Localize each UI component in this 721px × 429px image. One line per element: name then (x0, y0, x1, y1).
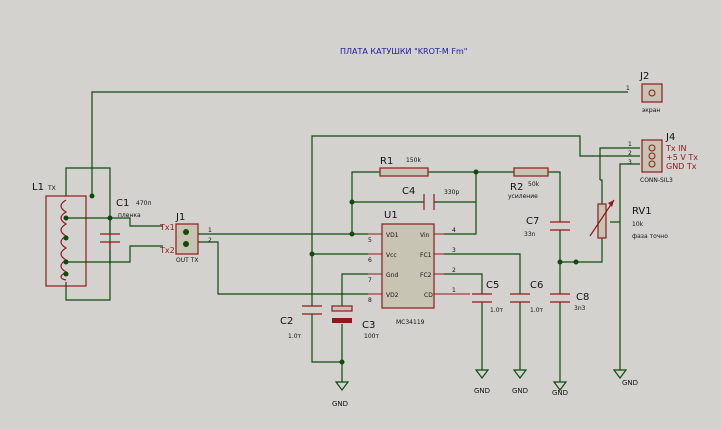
c4-value: 330p (444, 189, 459, 196)
capacitor-c5[interactable]: C5 1.0т (472, 280, 504, 314)
net-5v-tx: +5 V Tx (666, 153, 698, 162)
u1-label-vcc: Vcc (386, 252, 397, 259)
u1-label-fc1: FC1 (420, 252, 432, 259)
u1-label-gnd: Gnd (386, 272, 398, 279)
c1-note: пленка (118, 212, 141, 219)
r2-ref: R2 (510, 182, 523, 193)
gnd-c8: GND (552, 381, 568, 397)
r2-value: 50k (528, 181, 540, 188)
resistor-r1[interactable]: R1 150k (379, 156, 429, 177)
u1-part: MC34119 (396, 319, 425, 326)
c6-ref: C6 (530, 280, 543, 291)
c5-value: 1.0т (490, 307, 504, 314)
u1-pin8: 8 (368, 297, 372, 304)
c8-value: 3n3 (574, 305, 586, 312)
ic-u1[interactable]: U1 MC34119 5 6 7 8 4 3 2 1 VD1 Vcc Gnd V… (368, 210, 470, 326)
c7-value: 33n (524, 231, 536, 238)
gnd-label-1: GND (332, 400, 348, 408)
junctions (89, 169, 579, 365)
capacitor-c3[interactable]: C3 100т (331, 305, 379, 340)
j2-label: экран (642, 107, 660, 114)
schematic-title: ПЛАТА КАТУШКИ "KROT-M Fm" (340, 47, 467, 56)
potentiometer-rv1[interactable]: RV1 10k фаза точно (589, 199, 668, 240)
c6-value: 1.0т (530, 307, 544, 314)
gnd-label-4: GND (552, 389, 568, 397)
u1-pin5: 5 (368, 237, 372, 244)
r1-ref: R1 (380, 156, 393, 167)
capacitor-c2[interactable]: C2 1.0т (280, 305, 322, 340)
gnd-c6: GND (512, 369, 528, 395)
j2-pin: 1 (626, 85, 630, 92)
c8-ref: C8 (576, 292, 589, 303)
ground-symbols: GND GND GND GND GND (332, 369, 638, 408)
l1-ref: L1 (32, 182, 44, 193)
connector-j1[interactable]: J1 1 2 OUT TX Tx1 Tx2 (159, 212, 212, 264)
capacitor-c6[interactable]: C6 1.0т (510, 280, 544, 314)
j4-pin1: 1 (628, 141, 632, 148)
connector-j2[interactable]: J2 1 экран (626, 71, 663, 114)
capacitor-c4[interactable]: C4 330p (402, 186, 459, 210)
c2-value: 1.0т (288, 333, 302, 340)
j1-pin2: 2 (208, 237, 212, 244)
net-tx2: Tx2 (159, 246, 175, 255)
u1-pin3: 3 (452, 247, 456, 254)
u1-pin6: 6 (368, 257, 372, 264)
u1-ref: U1 (384, 210, 398, 221)
j2-ref: J2 (639, 71, 649, 82)
gnd-label-3: GND (512, 387, 528, 395)
u1-pin1: 1 (452, 287, 456, 294)
coil-l1[interactable]: L1 TX (32, 182, 87, 287)
capacitor-c8[interactable]: C8 3n3 (550, 292, 589, 312)
j4-pin2: 2 (628, 150, 632, 157)
net-tx-in: Tx IN (665, 144, 687, 153)
gnd-label-5: GND (622, 379, 638, 387)
u1-label-vin: Vin (420, 232, 430, 239)
rv1-note: фаза точно (632, 233, 668, 240)
resistor-r2[interactable]: R2 50k усиление (508, 167, 549, 200)
u1-label-cd: CD (424, 292, 433, 299)
c4-ref: C4 (402, 186, 415, 197)
capacitor-c7[interactable]: C7 33n (524, 216, 570, 238)
net-gnd-tx: GND Tx (666, 162, 697, 171)
c1-ref: C1 (116, 198, 129, 209)
r1-value: 150k (406, 157, 421, 164)
rv1-value: 10k (632, 221, 644, 228)
c7-ref: C7 (526, 216, 539, 227)
c1-value: 470п (136, 200, 151, 207)
u1-label-vd1: VD1 (386, 232, 399, 239)
u1-pin4: 4 (452, 227, 456, 234)
wires (65, 91, 640, 382)
c5-ref: C5 (486, 280, 499, 291)
gnd-c5: GND (474, 369, 490, 395)
net-tx1: Tx1 (159, 223, 175, 232)
j4-pin3: 3 (628, 159, 632, 166)
c3-ref: C3 (362, 320, 375, 331)
j4-label: CONN-SIL3 (640, 177, 673, 184)
c3-value: 100т (364, 333, 379, 340)
u1-label-fc2: FC2 (420, 272, 432, 279)
gnd-label-2: GND (474, 387, 490, 395)
gnd-j4: GND (612, 369, 638, 387)
j1-pin1: 1 (208, 227, 212, 234)
u1-pin2: 2 (452, 267, 456, 274)
gnd-u1: GND (332, 381, 350, 408)
r2-note: усиление (508, 193, 538, 200)
j4-ref: J4 (665, 132, 675, 143)
c2-ref: C2 (280, 316, 293, 327)
j1-label: OUT TX (176, 257, 198, 264)
u1-pin7: 7 (368, 277, 372, 284)
u1-label-vd2: VD2 (386, 292, 399, 299)
l1-sub: TX (47, 185, 56, 192)
rv1-ref: RV1 (632, 206, 652, 217)
connector-j4[interactable]: J4 1 2 3 Tx IN +5 V Tx GND Tx CONN-SIL3 (628, 132, 698, 184)
j1-ref: J1 (175, 212, 185, 223)
capacitor-c1[interactable]: C1 470п пленка (100, 198, 151, 250)
